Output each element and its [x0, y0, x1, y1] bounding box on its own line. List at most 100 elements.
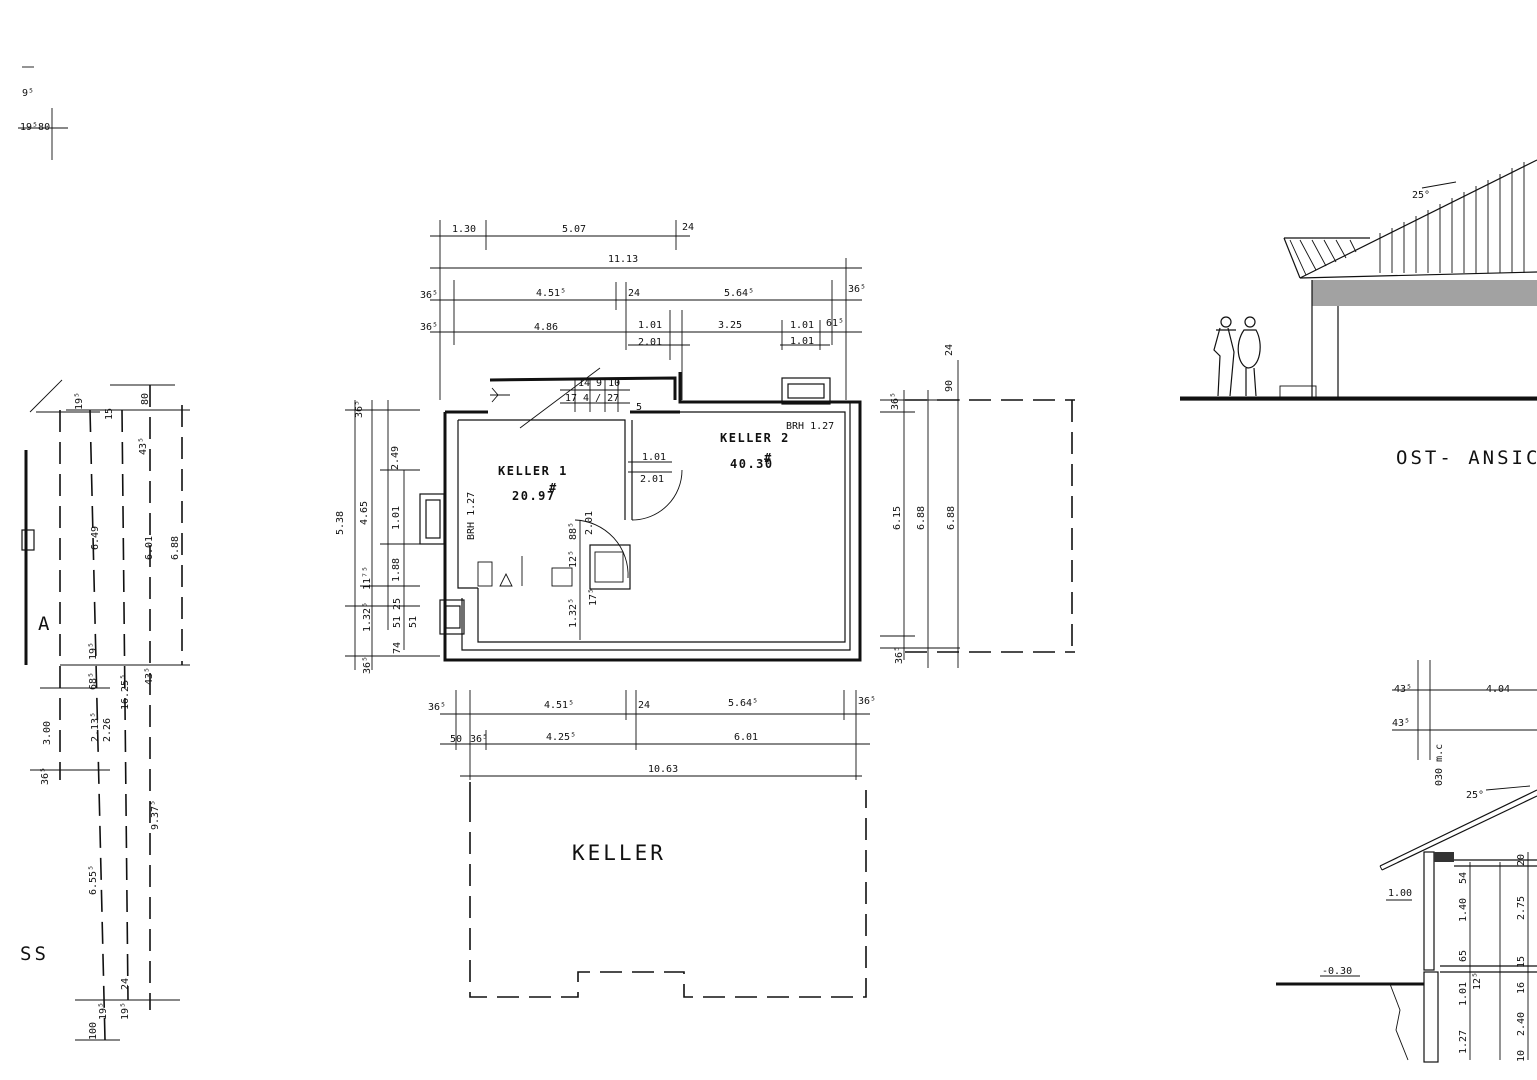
basement-plan: 14 9 10 17 4 / 27 KELLER 1 20.97 # KELLE… — [335, 220, 1075, 998]
left-dim-1325: 1.32⁵ — [362, 602, 373, 632]
sec-dim-100: 1.00 — [1388, 888, 1412, 899]
sec-dim-275: 2.75 — [1516, 896, 1527, 920]
lp-dim-937: 9.37⁵ — [150, 800, 161, 830]
top-dim-24a: 24 — [682, 222, 694, 233]
lp-dim-226: 2.26 — [102, 718, 113, 742]
lp-dim-655: 6.55⁵ — [88, 865, 99, 895]
sec-dim-127: 1.27 — [1458, 1030, 1469, 1054]
sec-dim-435b: 43⁵ — [1392, 718, 1410, 729]
lp-dim-685: 68⁵ — [88, 672, 99, 690]
east-elevation: 25° OST- ANSICH — [1180, 159, 1537, 469]
bottom-dim-365a: 36⁵ — [428, 702, 446, 713]
building-section: 43⁵ 4.04 43⁵ 030 m.c 25° -0.30 1.00 54 1… — [1276, 660, 1537, 1063]
lp-dim-365: 36⁵ — [40, 767, 51, 785]
room-keller-2-area: 40.30 — [730, 457, 774, 471]
top-dim-486: 4.86 — [534, 322, 558, 333]
left-dim-188: 1.88 — [391, 558, 402, 582]
top-dim-101a: 1.01 — [638, 320, 662, 331]
right-dim-688b: 6.88 — [946, 506, 957, 530]
top-dim-4515a: 4.51⁵ — [536, 288, 566, 299]
bottom-dim-365c: 36⁵ — [470, 734, 488, 745]
lp-dim-15: 15 — [104, 408, 115, 420]
bottom-dim-5645: 5.64⁵ — [728, 698, 758, 709]
top-dim-365a: 36⁵ — [420, 290, 438, 301]
room-keller-main: KELLER — [572, 841, 666, 865]
left-section-panel: 9⁵ 19⁵80 19⁵ 15 80 43⁵ 6.49 6.01 6.88 19… — [18, 66, 190, 1041]
top-dim-24b: 24 — [628, 288, 640, 299]
left-dim-1175: 11⁷⁵ — [362, 566, 373, 590]
inner-dim-88: 88⁵ — [568, 522, 579, 540]
roof-angle-bottom: 25° — [1466, 790, 1484, 801]
left-label-a: A — [38, 613, 52, 635]
sec-dim-65: 65 — [1458, 950, 1469, 962]
roof-hatching — [1289, 162, 1525, 276]
sec-dim-030: 030 m.c — [1434, 744, 1445, 786]
left-dim-25: 25 — [392, 598, 403, 610]
bottom-dim-4515: 4.51⁵ — [544, 700, 574, 711]
room-keller-1-mark: # — [549, 481, 558, 495]
sec-dim-16: 16 — [1516, 982, 1527, 994]
room-keller-2-mark: # — [764, 451, 773, 465]
sec-dim-125: 12⁵ — [1472, 972, 1483, 990]
lp-dim-195b: 19⁵ — [88, 642, 99, 660]
room-keller-1-label: KELLER 1 — [498, 464, 568, 478]
left-dim-249: 2.49 — [390, 446, 401, 470]
lp-dim-195c: 19⁵ — [98, 1002, 109, 1020]
lp-dim-688: 6.88 — [170, 536, 181, 560]
left-dim-101: 1.01 — [391, 506, 402, 530]
top-dim-615a: 61⁵ — [826, 318, 844, 329]
left-dim-365b: 36⁵ — [362, 656, 373, 674]
inner-dim-175: 17⁵ — [588, 588, 599, 606]
lp-dim-24: 24 — [120, 978, 131, 990]
lp-dim-195a: 19⁵ — [74, 392, 85, 410]
left-dim-74: 74 — [392, 642, 403, 654]
right-dim-365: 36⁵ — [890, 392, 901, 410]
left-dim-365: 36⁵ — [354, 400, 365, 418]
lp-dim-601: 6.01 — [144, 536, 155, 560]
left-top-dim-2: 19⁵80 — [20, 122, 50, 133]
lp-dim-2135: 2.13⁵ — [90, 712, 101, 742]
right-dim-688a: 6.88 — [916, 506, 927, 530]
right-dim-24: 24 — [944, 344, 955, 356]
inner-dim-201: 2.01 — [640, 474, 664, 485]
lp-dim-195d: 19⁵ — [120, 1002, 131, 1020]
top-dim-5645a: 5.64⁵ — [724, 288, 754, 299]
level-minus-030: -0.30 — [1322, 966, 1352, 977]
window-brh-left: BRH 1.27 — [466, 492, 477, 540]
top-dim-101b: 1.01 — [790, 320, 814, 331]
left-dim-51a: 51 — [392, 616, 403, 628]
stair-dims-2: 17 4 / 27 — [565, 393, 619, 404]
inner-dim-101: 1.01 — [642, 452, 666, 463]
inner-dim-5: 5 — [636, 402, 642, 413]
left-dim-51b: 51 — [408, 616, 419, 628]
sec-dim-15: 15 — [1516, 956, 1527, 968]
lp-dim-435a: 43⁵ — [138, 437, 149, 455]
top-dim-130: 1.30 — [452, 224, 476, 235]
right-dim-90: 90 — [944, 380, 955, 392]
sec-dim-240: 2.40 — [1516, 1012, 1527, 1036]
bottom-dim-365b: 36⁵ — [858, 696, 876, 707]
left-dim-465: 4.65 — [359, 501, 370, 525]
sec-dim-101: 1.01 — [1458, 982, 1469, 1006]
sec-dim-140: 1.40 — [1458, 898, 1469, 922]
top-dim-101c: 1.01 — [790, 336, 814, 347]
bottom-dim-4255: 4.25⁵ — [546, 732, 576, 743]
stair-dims: 14 9 10 — [578, 378, 620, 389]
lp-dim-649: 6.49 — [90, 526, 101, 550]
lp-dim-435b: 43⁵ — [144, 667, 155, 685]
east-view-title: OST- ANSICH — [1396, 447, 1537, 469]
people-figures — [1213, 316, 1261, 397]
inner-dim-201v: 2.01 — [584, 511, 595, 535]
sec-dim-404: 4.04 — [1486, 684, 1510, 695]
lp-dim-100: 100 — [88, 1022, 99, 1040]
bottom-dim-50: 50 — [450, 734, 462, 745]
bottom-dim-601: 6.01 — [734, 732, 758, 743]
sec-dim-435a: 43⁵ — [1394, 684, 1412, 695]
right-dim-365b: 36⁵ — [894, 646, 905, 664]
roof-angle-top: 25° — [1412, 190, 1430, 201]
inner-dim-132: 1.32⁵ — [568, 598, 579, 628]
sec-dim-10: 10 — [1516, 1050, 1527, 1062]
top-dim-507: 5.07 — [562, 224, 586, 235]
top-dim-325: 3.25 — [718, 320, 742, 331]
sec-dim-54: 54 — [1458, 872, 1469, 884]
